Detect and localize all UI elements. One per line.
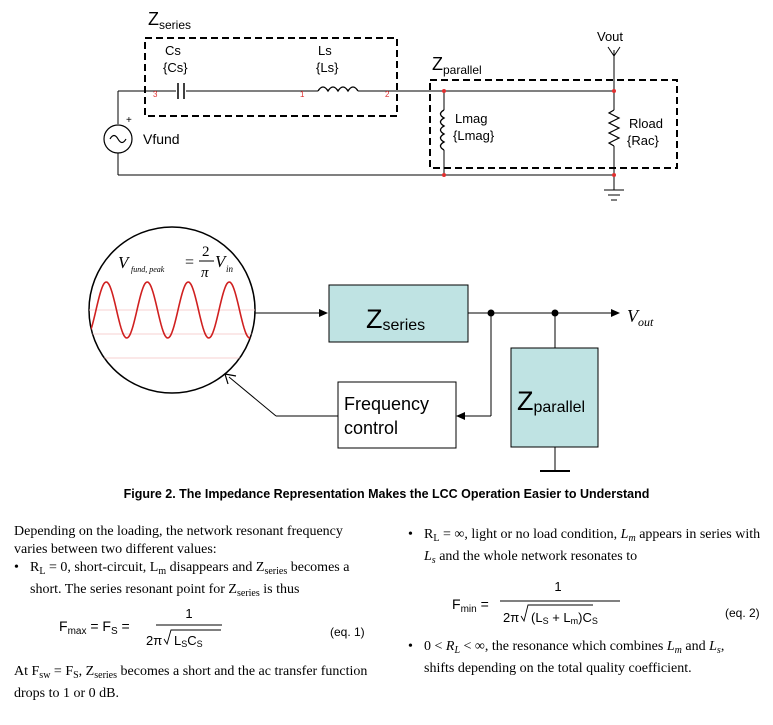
source-plus-label: + (126, 115, 132, 126)
svg-text:V: V (215, 252, 228, 271)
zseries-label: Zseries (148, 9, 191, 32)
svg-text:(LS + Lm)CS: (LS + Lm)CS (531, 610, 598, 626)
equation-2: Fmin = 1 2π (LS + Lm)CS (eq. 2) (408, 570, 764, 630)
svg-text:fund, peak: fund, peak (131, 265, 165, 274)
fundamental-peak-formula: V fund, peak = 2 π V in (118, 244, 234, 281)
lmag-value: {Lmag} (453, 128, 495, 143)
eq1-label: (eq. 1) (330, 625, 365, 639)
lmag-name: Lmag (455, 111, 488, 126)
svg-text:in: in (226, 264, 234, 274)
source-name-label: Vfund (143, 131, 180, 147)
left-text-column: Depending on the loading, the network re… (14, 523, 376, 703)
zparallel-block (510, 347, 599, 448)
zseries-block (328, 284, 469, 343)
ground-symbol (604, 189, 624, 201)
lcc-schematic: Zseries Cs {Cs} Ls {Ls} 3 1 2 + Vfund Zp… (103, 9, 678, 201)
svg-text:Zseries: Zseries (366, 304, 425, 334)
rload-value: {Rac} (627, 133, 659, 148)
vout-terminal-symbol (607, 46, 621, 57)
ls-name: Ls (318, 43, 332, 58)
feedback-arrowhead (224, 373, 237, 385)
svg-text:Zparallel: Zparallel (517, 386, 585, 416)
vout-label: Vout (597, 29, 623, 44)
vout-output-label: Vout (627, 306, 654, 329)
after-eq1-paragraph: At Fsw = FS, Zseries becomes a short and… (14, 664, 368, 701)
svg-text:1: 1 (554, 579, 561, 594)
right-text-column: • RL = ∞, light or no load condition, Lm… (408, 526, 764, 678)
svg-text:Fmin =: Fmin = (452, 596, 489, 615)
bullet-intermediate-load: • 0 < RL < ∞, the resonance which combin… (408, 639, 725, 676)
svg-text:π: π (201, 265, 209, 281)
cs-value: {Cs} (163, 60, 188, 75)
svg-text:=: = (185, 254, 194, 271)
inductor-lmag-symbol (439, 109, 446, 151)
capacitor-cs-symbol (177, 83, 185, 99)
inductor-ls-symbol (317, 86, 359, 93)
node-2-label: 2 (385, 90, 390, 99)
svg-text:control: control (344, 418, 398, 438)
rload-name: Rload (629, 116, 663, 131)
resistor-rload-symbol (607, 109, 621, 147)
ls-value: {Ls} (316, 60, 339, 75)
svg-text:V: V (118, 253, 131, 272)
sine-waveform (89, 281, 255, 339)
node-3-label: 3 (153, 90, 158, 99)
cs-name: Cs (165, 43, 181, 58)
bullet-short-circuit: • RL = 0, short-circuit, Lm disappears a… (14, 560, 350, 599)
impedance-block-diagram: V fund, peak = 2 π V in Zseries Vout Zpa… (88, 226, 654, 472)
svg-text:1: 1 (185, 606, 192, 621)
svg-text:LSCS: LSCS (174, 633, 203, 649)
zparallel-dashed-box (429, 79, 678, 169)
zseries-dashed-box (144, 37, 398, 117)
frequency-control-block (337, 381, 457, 449)
svg-text:2π: 2π (146, 633, 162, 648)
svg-text:Fmax = FS =: Fmax = FS = (59, 618, 130, 637)
svg-text:2: 2 (202, 244, 210, 260)
equation-1: Fmax = FS = 1 2π LSCS (eq. 1) (14, 603, 376, 655)
intro-paragraph: Depending on the loading, the network re… (14, 524, 343, 557)
svg-text:2π: 2π (503, 610, 519, 625)
eq2-label: (eq. 2) (725, 606, 760, 620)
figure-caption: Figure 2. The Impedance Representation M… (123, 487, 650, 501)
bullet-light-load: • RL = ∞, light or no load condition, Lm… (408, 527, 761, 566)
node-1-label: 1 (300, 90, 305, 99)
svg-text:Frequency: Frequency (344, 394, 429, 414)
zparallel-label: Zparallel (432, 54, 482, 77)
